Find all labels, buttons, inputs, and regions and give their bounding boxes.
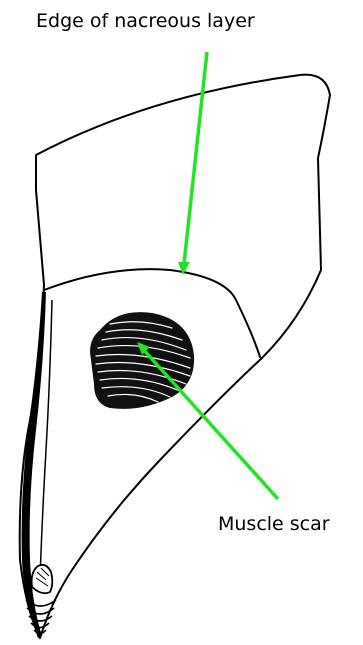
beak-tooth bbox=[32, 565, 53, 593]
muscle-scar-label: Muscle scar bbox=[218, 515, 330, 534]
muscle-scar-pointer bbox=[137, 342, 278, 499]
nacreous-pointer bbox=[178, 52, 207, 275]
nacreous-edge-label: Edge of nacreous layer bbox=[36, 12, 255, 31]
muscle-scar bbox=[90, 312, 194, 409]
